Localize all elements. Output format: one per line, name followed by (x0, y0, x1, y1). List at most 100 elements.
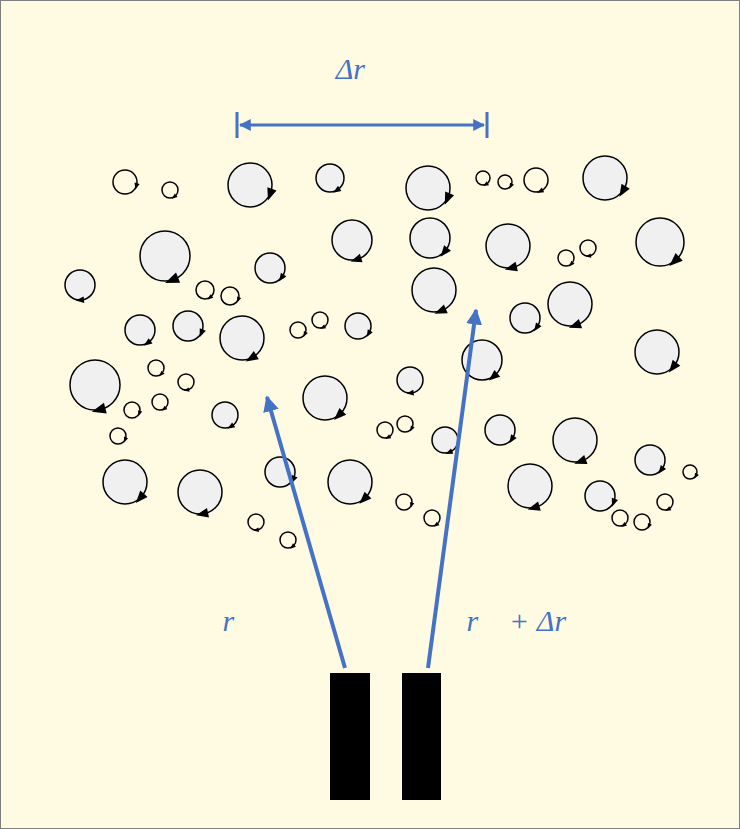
eddy-circle (397, 367, 423, 393)
eddy (377, 422, 393, 439)
eddy-circle (508, 464, 552, 508)
sensor-probe (402, 673, 441, 800)
eddy (178, 470, 222, 518)
eddy-circle (553, 418, 597, 462)
eddy-circle (162, 182, 178, 198)
separation-label: Δr⃗ (336, 52, 389, 85)
eddy (152, 394, 168, 411)
eddy (486, 224, 530, 271)
eddy (290, 322, 308, 338)
rotation-arrowhead (483, 181, 489, 186)
eddy-circle (558, 250, 574, 266)
rotation-arrowhead (509, 183, 514, 189)
rotation-arrowhead (445, 191, 454, 204)
eddy (125, 315, 155, 346)
eddy (162, 182, 178, 199)
eddy (548, 282, 592, 328)
eddy (432, 427, 458, 454)
rotation-arrowhead (208, 294, 214, 299)
rotation-arrowhead (124, 437, 128, 443)
eddy (228, 163, 277, 207)
rotation-arrowhead (648, 523, 652, 529)
rotation-arrowhead (159, 371, 164, 377)
bracket-tick (486, 112, 489, 138)
eddy (173, 311, 206, 341)
rotation-arrowhead (92, 403, 107, 414)
rotation-arrowhead (351, 254, 363, 262)
rotation-arrowhead (144, 338, 153, 346)
eddy-circle (65, 270, 95, 300)
eddy-circle (396, 494, 412, 510)
eddy (124, 402, 142, 418)
eddy (410, 218, 451, 258)
eddy (508, 464, 552, 511)
rotation-arrowhead (184, 387, 190, 391)
rotation-arrowhead (267, 187, 276, 200)
eddy-circle (657, 494, 673, 510)
rotation-arrowhead (227, 422, 235, 428)
bracket-tick (236, 112, 239, 138)
rotation-arrowhead (200, 328, 206, 337)
eddy (196, 281, 214, 300)
eddy-circle (70, 360, 120, 410)
rotation-arrowhead (509, 434, 516, 443)
rotation-arrowhead (279, 273, 287, 282)
eddy (312, 312, 328, 329)
eddy-circle (178, 374, 194, 390)
eddy (476, 171, 490, 186)
eddy (580, 240, 596, 258)
rotation-arrowhead (76, 296, 85, 303)
rotation-arrowhead (196, 508, 209, 517)
rotation-arrowhead (658, 465, 666, 474)
eddy-circle (612, 510, 628, 526)
rotation-arrowhead (534, 323, 541, 332)
eddy-circle (524, 168, 548, 192)
eddy-circle (228, 163, 272, 207)
eddy-circle (486, 224, 530, 268)
eddy (140, 231, 190, 283)
eddy (248, 514, 264, 532)
rotation-arrowhead (333, 186, 341, 193)
position-vector (267, 397, 345, 668)
rotation-arrowhead (619, 184, 629, 197)
rotation-arrowhead (161, 406, 167, 411)
rotation-arrowhead (446, 448, 454, 454)
sensor-probe (330, 673, 370, 800)
rotation-arrowhead (385, 434, 391, 439)
eddy (345, 313, 373, 339)
eddy (485, 415, 517, 445)
position-label: r⃗ (222, 604, 257, 637)
eddy-circle (585, 481, 615, 511)
eddy-circle (412, 268, 456, 312)
eddy-circle (316, 164, 344, 192)
rotation-arrowhead (367, 329, 373, 337)
eddy (583, 156, 630, 200)
eddy (70, 360, 120, 413)
eddy-circle (476, 171, 490, 185)
eddy (65, 270, 95, 303)
eddy-circle (432, 427, 458, 453)
eddy-circle (110, 428, 126, 444)
eddy-circle (196, 281, 214, 299)
eddy (255, 253, 286, 283)
eddy (553, 418, 597, 464)
eddy-circle (140, 231, 190, 281)
eddy-circle (406, 166, 450, 210)
eddy (221, 287, 241, 305)
eddy (406, 166, 454, 210)
eddy (103, 460, 148, 504)
eddy-circle (212, 402, 238, 428)
eddy-circle (113, 170, 137, 194)
rotation-arrowhead (434, 304, 447, 313)
eddy-circle (280, 532, 296, 548)
eddy (424, 510, 440, 527)
rotation-arrowhead (237, 297, 241, 303)
rotation-arrowhead (574, 455, 587, 464)
eddy (220, 316, 264, 361)
eddy (332, 220, 372, 262)
rotation-arrowhead (537, 188, 544, 193)
eddy-circle (152, 394, 168, 410)
rotation-arrowhead (320, 324, 326, 329)
